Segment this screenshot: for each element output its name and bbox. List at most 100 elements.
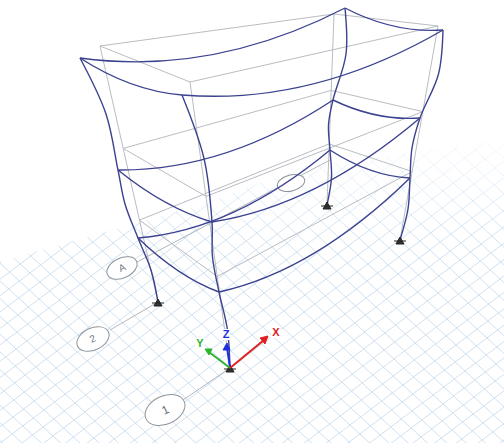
grid-line (0, 111, 504, 443)
deformed-member (80, 58, 182, 95)
deformed-member (118, 170, 212, 222)
x-arrowhead (260, 336, 268, 344)
grid-line (0, 57, 504, 443)
axis-label: Y (195, 338, 204, 349)
grid-bubbles (73, 172, 307, 432)
support-symbol (152, 299, 164, 306)
undeformed-member (190, 26, 438, 82)
deformed-member (327, 8, 347, 205)
grid-fade (0, 140, 504, 443)
grid-line (0, 48, 504, 443)
undeformed-member (139, 144, 329, 220)
deformed-member (118, 100, 333, 170)
undeformed-member (217, 172, 412, 277)
undeformed-frame (100, 14, 438, 368)
deformed-member (138, 238, 219, 292)
deformed-member (333, 100, 420, 118)
grid-bubble (275, 172, 306, 195)
grid-line (0, 120, 504, 443)
grid-line (0, 48, 504, 443)
deformed-member (182, 95, 230, 368)
deformed-member (182, 30, 443, 96)
undeformed-member (123, 148, 206, 196)
grid-line (0, 66, 504, 443)
grid-line (0, 75, 504, 443)
grid-line (0, 84, 504, 443)
grid-label: 2 (87, 333, 98, 345)
supports (152, 202, 406, 372)
grid-line (0, 24, 504, 443)
grid-line (0, 12, 504, 443)
grid-line (0, 3, 504, 443)
grid-bubble (103, 252, 140, 284)
grid-line (0, 93, 504, 443)
grid-bubble (140, 388, 190, 431)
undeformed-member (139, 220, 217, 276)
grid-bubble (73, 322, 113, 356)
deformed-member (345, 8, 443, 30)
grid-line (0, 138, 504, 443)
axis-label: X (271, 327, 280, 338)
grid-line (0, 8, 504, 443)
support-symbol (394, 237, 406, 244)
undeformed-member (331, 90, 423, 111)
x-axis (230, 340, 264, 368)
undeformed-member (400, 26, 438, 240)
grid-line (0, 32, 504, 443)
deformed-member (80, 58, 158, 302)
grid-line (0, 64, 504, 443)
grid-line (0, 16, 504, 443)
deformed-frame (80, 8, 443, 368)
deformed-member (400, 30, 443, 240)
y-arrowhead (205, 349, 212, 355)
axis-label: Z (222, 329, 231, 340)
axis-triad (205, 336, 268, 368)
deformed-member (212, 118, 420, 222)
grid-line (0, 102, 504, 443)
undeformed-member (100, 14, 334, 46)
deformed-member (219, 178, 410, 292)
grid-axis-lines (110, 160, 330, 400)
undeformed-member (190, 82, 230, 368)
deformed-member (80, 8, 345, 62)
grid-label: 1 (159, 403, 172, 418)
grid-line (0, 96, 504, 443)
grid-label: A (116, 262, 128, 275)
grid-line (0, 72, 504, 443)
deformed-member (138, 150, 330, 238)
grid-line (0, 88, 504, 443)
grid-line (0, 80, 504, 443)
z-arrowhead (223, 343, 230, 350)
grid-line (0, 129, 504, 443)
grid-line (0, 56, 504, 443)
grid-line (0, 30, 504, 443)
y-axis (209, 352, 230, 368)
